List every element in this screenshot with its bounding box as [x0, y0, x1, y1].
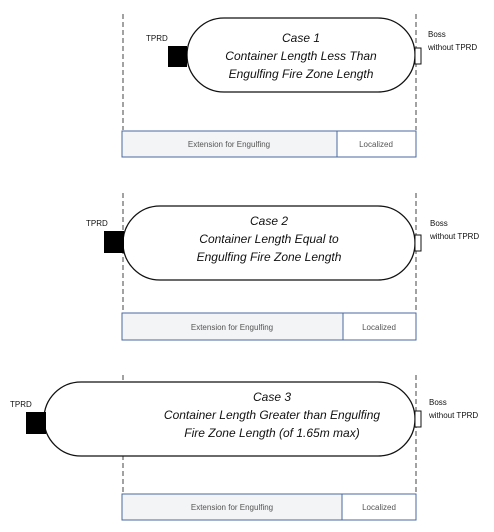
- case1-group: TPRD Boss without TPRD Case 1 Container …: [121, 17, 477, 158]
- case2-tprd-label: TPRD: [86, 219, 108, 228]
- case1-localized-zone: [336, 130, 417, 158]
- case3-title: Case 3: [253, 390, 291, 404]
- case3-tprd-label: TPRD: [10, 400, 32, 409]
- case2-boss-label-line1: Boss: [430, 219, 448, 228]
- case3-extension-label: Extension for Engulfing: [191, 503, 273, 512]
- case1-localized-label: Localized: [359, 140, 393, 149]
- case2-localized-label: Localized: [362, 323, 396, 332]
- case3-group: TPRD Boss without TPRD Case 3 Container …: [10, 381, 478, 521]
- case1-line1: Container Length Less Than: [225, 49, 377, 63]
- case2-boss: [414, 234, 422, 252]
- case3-line1: Container Length Greater than Engulfing: [164, 408, 380, 422]
- case2-title: Case 2: [250, 214, 288, 228]
- case3-tprd-device: [26, 412, 46, 434]
- case1-tprd-label: TPRD: [146, 34, 168, 43]
- case1-tprd-device: [168, 46, 187, 67]
- case3-boss-label-line1: Boss: [429, 398, 447, 407]
- case2-boss-label-line2: without TPRD: [429, 232, 479, 241]
- case2-line1: Container Length Equal to: [199, 232, 339, 246]
- case1-boss-label-line2: without TPRD: [427, 43, 477, 52]
- case1-boss: [414, 47, 422, 65]
- case1-line2: Engulfing Fire Zone Length: [229, 67, 374, 81]
- case3-extension-zone: [121, 493, 343, 521]
- case2-group: TPRD Boss without TPRD Case 2 Container …: [86, 205, 479, 341]
- case2-localized-zone: [342, 312, 417, 341]
- case2-tprd-device: [104, 231, 124, 253]
- case3-line2: Fire Zone Length (of 1.65m max): [184, 426, 359, 440]
- case1-extension-label: Extension for Engulfing: [188, 140, 270, 149]
- case2-extension-label: Extension for Engulfing: [191, 323, 273, 332]
- case1-boss-label-line1: Boss: [428, 30, 446, 39]
- case1-title: Case 1: [282, 31, 320, 45]
- case2-line2: Engulfing Fire Zone Length: [197, 250, 342, 264]
- case3-boss: [414, 410, 422, 428]
- case2-extension-zone: [121, 312, 344, 341]
- case3-boss-label-line2: without TPRD: [428, 411, 478, 420]
- case3-localized-label: Localized: [362, 503, 396, 512]
- case3-localized-zone: [341, 493, 417, 521]
